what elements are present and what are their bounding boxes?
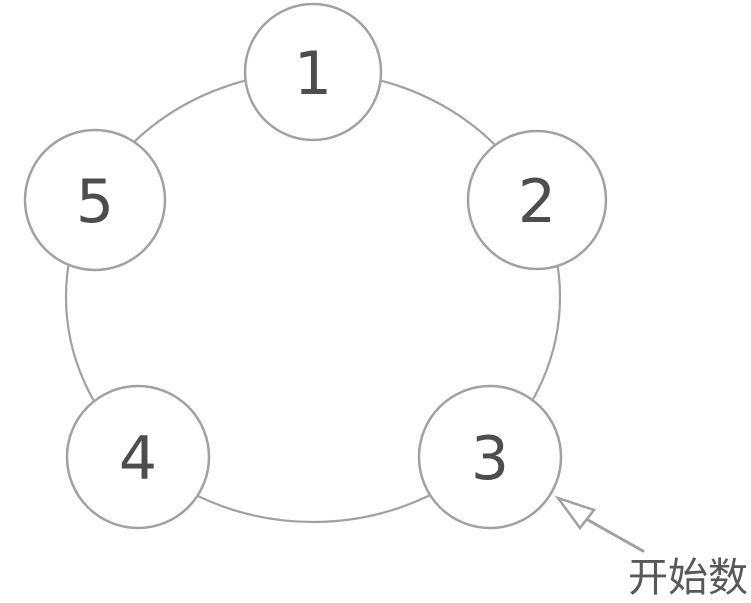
- node-1: 1: [243, 2, 383, 142]
- annotation-label: 开始数: [628, 555, 748, 601]
- node-5: 5: [23, 128, 167, 272]
- annotation-arrow-head-icon: [554, 495, 597, 531]
- node-circle-2: [466, 129, 608, 271]
- node-circle-5: [23, 128, 167, 272]
- node-circle-3: [417, 384, 563, 530]
- node-label-3: 3: [471, 424, 509, 494]
- node-label-4: 4: [119, 424, 157, 494]
- node-circle-4: [65, 384, 211, 530]
- node-label-1: 1: [294, 39, 332, 109]
- node-3: 3: [417, 384, 563, 530]
- annotation-arrow: [554, 495, 645, 553]
- node-circle-1: [243, 2, 383, 142]
- node-2: 2: [466, 129, 608, 271]
- node-4: 4: [65, 384, 211, 530]
- node-label-2: 2: [518, 167, 556, 237]
- annotation-arrow-line: [586, 518, 645, 553]
- node-label-5: 5: [76, 167, 114, 237]
